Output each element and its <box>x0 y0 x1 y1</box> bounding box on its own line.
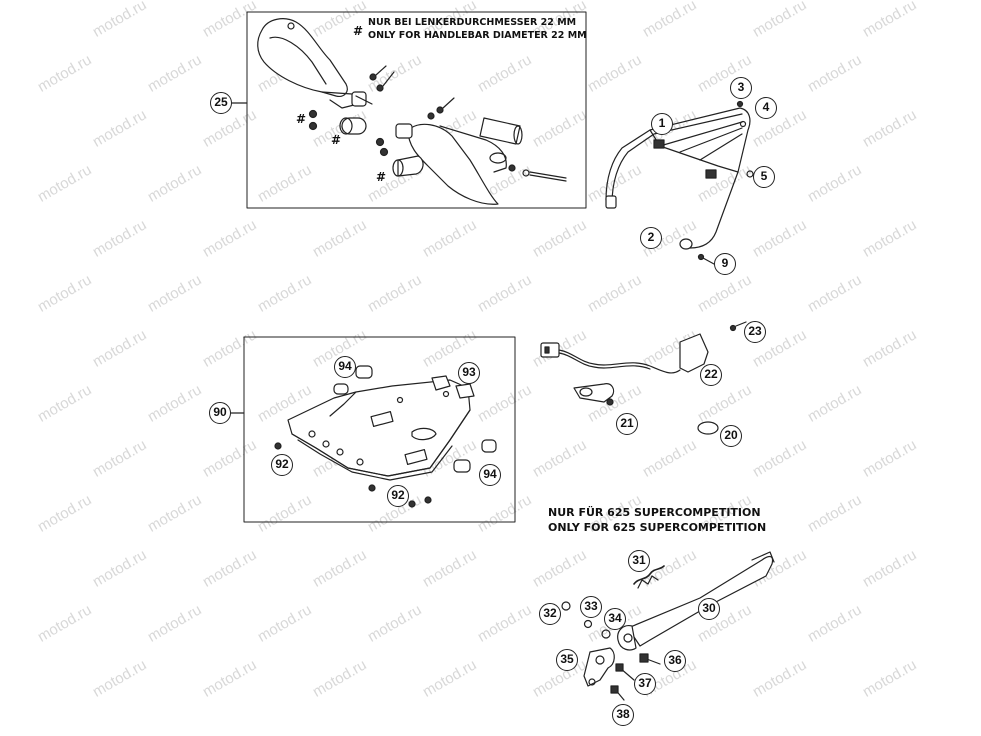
callout-22: 22 <box>700 364 722 386</box>
hash-marker: # <box>376 170 387 184</box>
handlebar-note-de: NUR BEI LENKERDURCHMESSER 22 MM <box>368 17 577 28</box>
callout-92: 92 <box>387 485 409 507</box>
socket-assembly <box>540 321 747 435</box>
callout-90: 90 <box>209 402 231 424</box>
callout-94: 94 <box>479 464 501 486</box>
callout-35: 35 <box>556 649 578 671</box>
handguard-clamp-left <box>308 65 395 135</box>
callout-2: 2 <box>640 227 662 249</box>
luggage-rack <box>605 100 754 265</box>
callout-31: 31 <box>628 550 650 572</box>
callout-36: 36 <box>664 650 686 672</box>
callout-21: 21 <box>616 413 638 435</box>
hash-marker: # <box>331 133 342 147</box>
hash-marker: # <box>353 24 364 38</box>
side-stand <box>561 551 775 701</box>
callout-5: 5 <box>753 166 775 188</box>
callout-38: 38 <box>612 704 634 726</box>
hash-marker: # <box>296 112 307 126</box>
handguard-group-frame <box>246 11 587 209</box>
callout-1: 1 <box>651 113 673 135</box>
callout-4: 4 <box>755 97 777 119</box>
supercompetition-note-en: ONLY FOR 625 SUPERCOMPETITION <box>548 521 767 534</box>
callout-30: 30 <box>698 598 720 620</box>
callout-32: 32 <box>539 603 561 625</box>
callout-34: 34 <box>604 608 626 630</box>
supercompetition-note-de: NUR FÜR 625 SUPERCOMPETITION <box>548 506 761 519</box>
handlebar-note-en: ONLY FOR HANDLEBAR DIAMETER 22 MM <box>368 30 587 41</box>
callout-92: 92 <box>271 454 293 476</box>
callout-93: 93 <box>458 362 480 384</box>
skid-plate <box>274 365 497 508</box>
callout-33: 33 <box>580 596 602 618</box>
callout-37: 37 <box>634 673 656 695</box>
callout-94: 94 <box>334 356 356 378</box>
handguard-right <box>375 97 567 205</box>
handguard-left <box>257 18 359 109</box>
callout-25: 25 <box>210 92 232 114</box>
callout-3: 3 <box>730 77 752 99</box>
callout-20: 20 <box>720 425 742 447</box>
callout-9: 9 <box>714 253 736 275</box>
callout-23: 23 <box>744 321 766 343</box>
skid-plate-group-frame <box>243 336 516 523</box>
